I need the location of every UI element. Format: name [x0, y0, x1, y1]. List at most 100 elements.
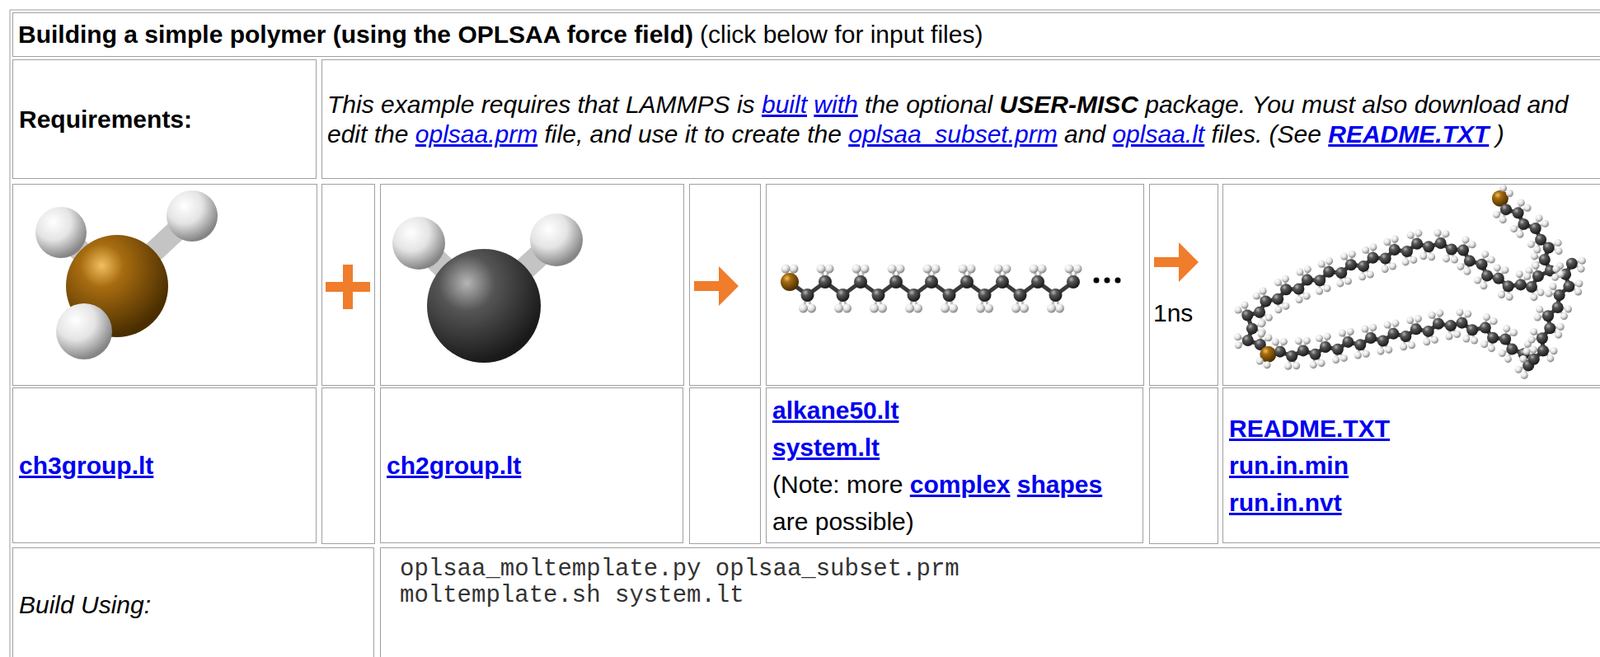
hydrogen-atom	[1564, 304, 1572, 313]
file-cell: ch2group.lt	[380, 387, 684, 544]
hydrogen-atom	[1427, 253, 1436, 261]
hydrogen-atom	[1487, 255, 1496, 263]
hydrogen-atom	[1252, 292, 1261, 301]
hydrogen-atom	[1529, 293, 1538, 301]
text-run	[1105, 120, 1113, 148]
carbon-atom	[853, 275, 868, 289]
text-run	[1245, 90, 1253, 118]
hydrogen-atom	[1325, 257, 1333, 265]
hydrogen-atom	[1533, 246, 1541, 254]
carbon-atom	[1410, 323, 1422, 335]
carbon-atom	[1466, 323, 1479, 336]
carbon-atom	[1445, 319, 1457, 332]
hydrogen-atom	[1504, 355, 1512, 363]
hydrogen-atom	[1490, 317, 1498, 325]
text-run	[755, 90, 762, 118]
hydrogen-atom	[1019, 304, 1029, 314]
folded-polymer	[1234, 184, 1586, 380]
hydrogen-atom	[1554, 331, 1563, 339]
text-run	[1204, 120, 1211, 148]
hydrogen-atom	[1315, 287, 1324, 296]
file-link: README.TXT	[1229, 409, 1593, 447]
hydrogen-atom	[1529, 346, 1538, 354]
text-run: also	[1361, 90, 1408, 118]
hydrogen-atom	[1501, 266, 1509, 274]
hydrogen-atom	[1295, 268, 1304, 277]
hydrogen-atom	[1549, 347, 1558, 355]
carbon-atom	[1445, 243, 1458, 256]
hydrogen-atom	[1578, 257, 1586, 265]
hydrogen-atom	[1264, 333, 1272, 342]
hydrogen-atom	[1463, 309, 1472, 318]
hydrogen-atom	[940, 304, 950, 314]
hydrogen-atom	[1065, 264, 1075, 274]
hydrogen-atom	[1295, 295, 1304, 304]
text-run: example	[380, 90, 474, 118]
hydrogen-atom	[1303, 292, 1311, 301]
text-run: oplsaa.lt	[1112, 120, 1205, 148]
carbon-atom	[1066, 275, 1080, 289]
hydrogen-atom	[1295, 337, 1303, 345]
carbon-atom	[1422, 325, 1435, 338]
hydrogen-atom	[1381, 265, 1389, 273]
hydrogen-atom	[1234, 341, 1243, 349]
hydrogen-atom	[877, 304, 887, 314]
carbon-atom	[1301, 274, 1314, 287]
hydrogen-atom	[166, 190, 218, 242]
hydrogen-atom	[913, 304, 923, 314]
hydrogen-atom	[1527, 240, 1535, 249]
carbon-atom	[1280, 283, 1292, 296]
carbon-atom	[960, 275, 974, 289]
requirements-text: This example requires that LAMMPS is bui…	[327, 89, 1596, 150]
carbon-atom	[1487, 332, 1499, 344]
text-run: must	[1301, 90, 1356, 118]
hydrogen-atom	[1271, 337, 1280, 346]
carbon-atom	[836, 288, 850, 302]
hydrogen-atom	[1528, 336, 1536, 344]
hydrogen-atom	[1281, 302, 1290, 310]
empty-cell	[689, 388, 761, 545]
hydrogen-atom	[948, 304, 958, 314]
hydrogen-atom	[1532, 262, 1540, 270]
hydrogen-atom	[852, 264, 862, 274]
carbon-atom	[1323, 266, 1335, 278]
hydrogen-atom	[1340, 253, 1348, 261]
hydrogen-atom	[1366, 270, 1375, 278]
text-run	[858, 90, 865, 118]
hydrogen-atom	[1463, 267, 1471, 276]
carbon-atom	[1552, 301, 1564, 314]
carbon-atom	[1399, 330, 1412, 343]
hydrogen-atom	[1369, 323, 1377, 332]
hydrogen-atom	[1499, 184, 1507, 193]
hydrogen-atom	[1510, 328, 1518, 337]
hydrogen-atom	[1519, 355, 1527, 363]
carbon-atom	[1354, 338, 1366, 351]
hydrogen-atom	[1361, 246, 1370, 254]
hydrogen-atom	[1552, 265, 1560, 273]
carbon-atom	[872, 288, 886, 302]
text-run	[841, 120, 849, 148]
hydrogen-atom	[1435, 309, 1444, 317]
text-run: are	[772, 507, 808, 535]
hydrogen-atom	[1388, 262, 1397, 271]
hydrogen-atom	[1506, 293, 1514, 301]
hydrogen-atom	[798, 304, 808, 314]
hydrogen-atom	[1480, 340, 1488, 348]
hydrogen-atom	[1002, 264, 1012, 274]
hydrogen-atom	[1548, 282, 1557, 291]
carbon-atom	[1246, 323, 1258, 335]
carbon-atom	[1502, 280, 1515, 292]
hydrogen-atom	[1332, 356, 1340, 364]
hydrogen-atom	[1383, 238, 1391, 246]
text-run	[1295, 90, 1302, 118]
carbon-atom	[1335, 267, 1347, 279]
text-run: and	[1526, 90, 1568, 118]
carbon-atom	[1476, 258, 1488, 271]
carbon-atom	[1512, 206, 1525, 219]
carbon-atom	[1297, 344, 1310, 357]
file-link: run.in.nvt	[1229, 483, 1593, 521]
hydrogen-atom	[1479, 281, 1488, 290]
carbon-atom	[1366, 252, 1379, 264]
hydrogen-atom	[1336, 279, 1344, 287]
hydrogen-atom	[1431, 336, 1439, 344]
